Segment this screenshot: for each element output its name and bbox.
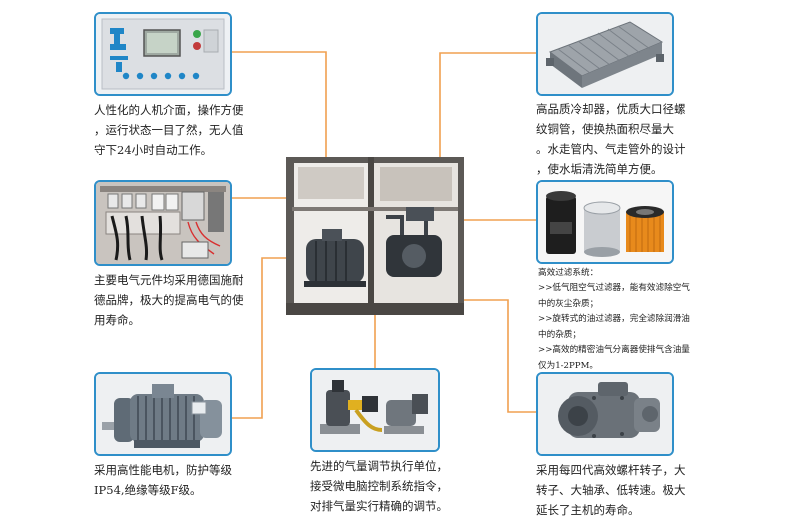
connector-cooler: [439, 52, 536, 160]
motor-illustration: [96, 374, 230, 454]
cooler-image: [536, 12, 674, 96]
caption-filters-air: >>低气阻空气过滤器，能有效滤除空气 中的灰尘杂质；: [538, 283, 690, 309]
rotor-image: [536, 372, 674, 456]
electrical-cabinet-image: [94, 180, 232, 266]
rotor-illustration: [538, 374, 672, 454]
caption-rotor: 采用每四代高效螺杆转子，大 转子、大轴承、低转速。极大 延长了主机的寿命。: [536, 463, 686, 517]
connector-hmi: [232, 51, 327, 160]
filters-image: [536, 180, 674, 264]
caption-electrical: 主要电气元件均采用德国施耐 德品牌，极大的提高电气的使 用寿命。: [94, 273, 244, 327]
valve-image: [310, 368, 440, 452]
electrical-cabinet-illustration: [96, 182, 230, 264]
caption-hmi: 人性化的人机介面，操作方便 ，运行状态一目了然，无人值 守下24小时自动工作。: [94, 103, 244, 157]
compressor-unit-image: [286, 157, 464, 315]
hmi-panel-image: [94, 12, 232, 96]
caption-motor: 采用高性能电机，防护等级 IP54,绝缘等级F级。: [94, 463, 232, 497]
caption-filters-separator: >>高效的精密油气分离器使排气含油量 仅为1-2PPM。: [538, 345, 690, 371]
valve-illustration: [312, 370, 438, 450]
filters-illustration: [538, 182, 672, 262]
control-panel-illustration: [96, 14, 230, 94]
caption-filters-oil: >>旋转式的油过滤器，完全滤除润滑油 中的杂质；: [538, 314, 690, 340]
motor-image: [94, 372, 232, 456]
caption-cooler: 高品质冷却器，优质大口径螺 纹铜管，使换热面积尽量大 。水走管内、气走管外的设计…: [536, 102, 686, 176]
cooler-illustration: [538, 14, 672, 94]
caption-valve: 先进的气量调节执行单位， 接受微电脑控制系统指令， 对排气量实行精确的调节。: [310, 459, 448, 513]
caption-filters-title: 高效过滤系统：: [538, 268, 599, 278]
compressor-unit-illustration: [286, 157, 464, 315]
